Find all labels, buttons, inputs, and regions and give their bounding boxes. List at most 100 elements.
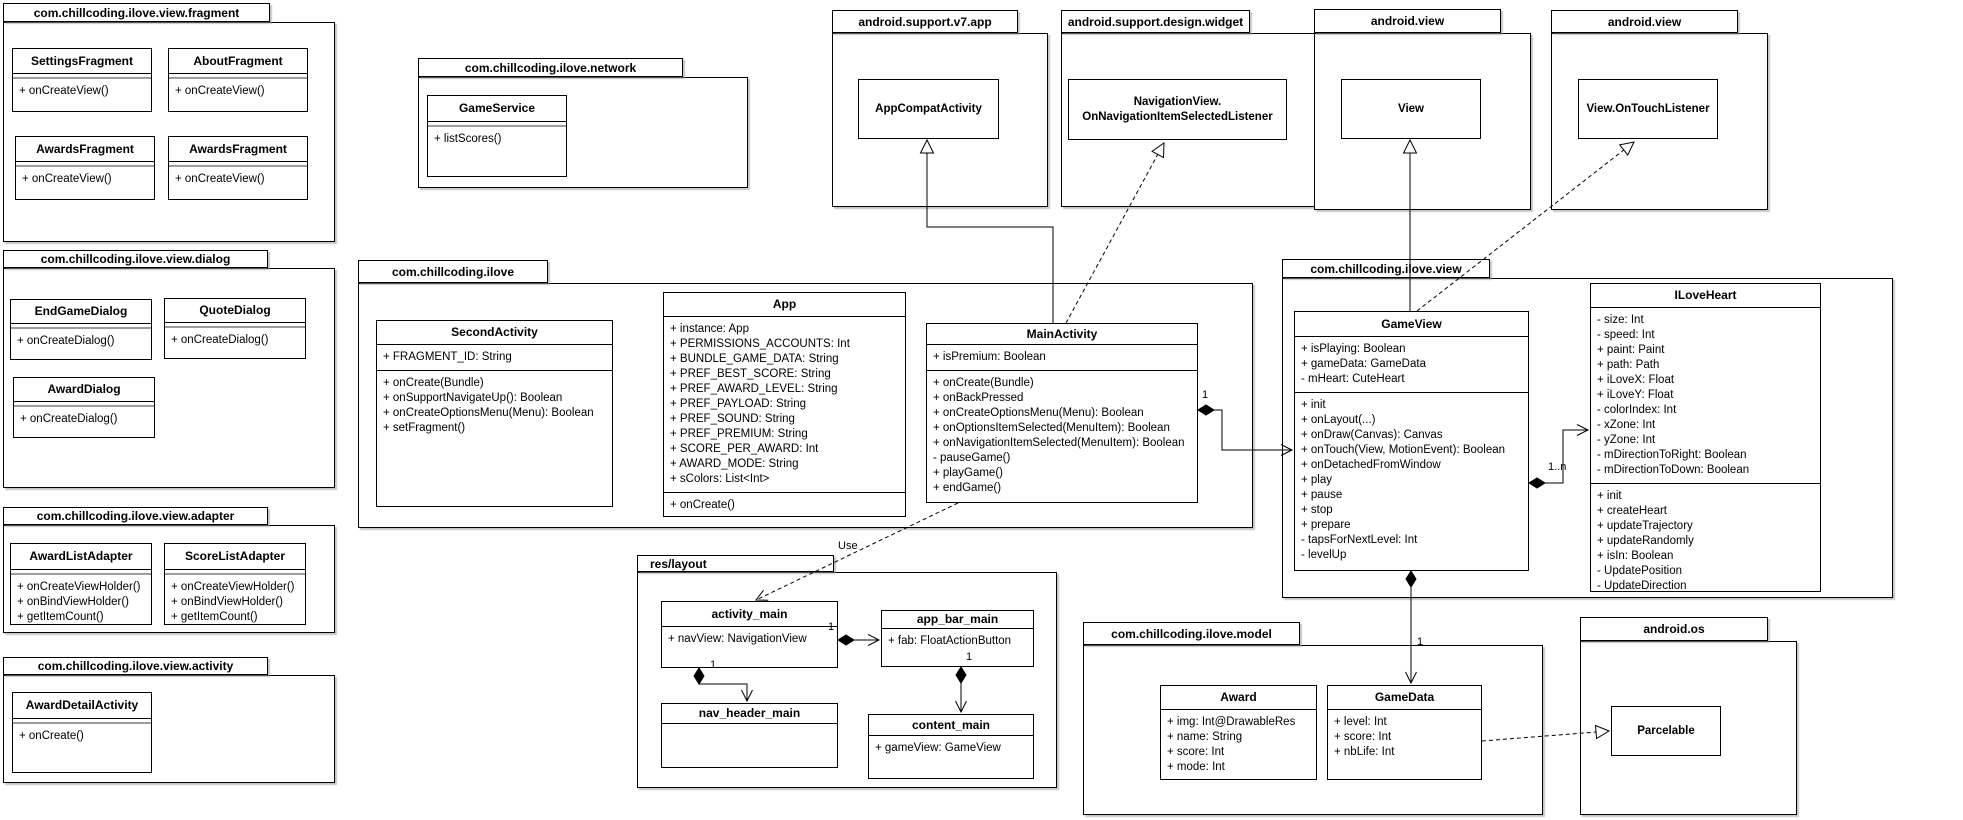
member-line: - UpdateDirection bbox=[1597, 580, 1687, 592]
class-view-ontouchlistener: View.OnTouchListener bbox=[1578, 79, 1718, 139]
class-compartment-empty bbox=[165, 570, 305, 575]
class-name: View.OnTouchListener bbox=[1586, 102, 1710, 115]
member-line: - yZone: Int bbox=[1597, 434, 1656, 446]
member-line: + fab: FloatActionButton bbox=[888, 635, 1012, 647]
class-compartment: + onCreateDialog() bbox=[165, 328, 305, 353]
class-awarddetailactivity: AwardDetailActivity+ onCreate() bbox=[12, 692, 152, 773]
class-compartment: + isPremium: Boolean bbox=[927, 345, 1197, 370]
class-compartment-empty bbox=[165, 323, 305, 328]
edge-label-mainactivity-uses-activity-main: Use bbox=[838, 540, 858, 552]
class-mainactivity: MainActivity+ isPremium: Boolean + onCrea… bbox=[926, 323, 1198, 503]
class-title: QuoteDialog bbox=[165, 299, 305, 323]
member-line: + SCORE_PER_AWARD: Int bbox=[670, 443, 819, 455]
class-appcompatactivity: AppCompatActivity bbox=[858, 79, 999, 139]
class-compartment-empty bbox=[11, 324, 151, 329]
member-line: + onCreateDialog() bbox=[171, 334, 269, 346]
class-title: AwardDialog bbox=[14, 378, 154, 402]
class-compartment-empty bbox=[16, 162, 154, 167]
member-line: + score: Int bbox=[1334, 731, 1392, 743]
class-title: ScoreListAdapter bbox=[165, 544, 305, 570]
class-compartment: + instance: App + PERMISSIONS_ACCOUNTS: I… bbox=[664, 317, 905, 492]
member-line: + level: Int bbox=[1334, 716, 1387, 728]
package-tab-com-chillcoding-ilove-view-adapter-2: com.chillcoding.ilove.view.adapter bbox=[3, 507, 268, 525]
class-scorelistadapter: ScoreListAdapter + onCreateViewHolder()+ … bbox=[164, 543, 306, 625]
member-line: + name: String bbox=[1167, 731, 1243, 743]
class-title: MainActivity bbox=[927, 324, 1197, 345]
member-line: + init bbox=[1597, 490, 1622, 502]
class-title: activity_main bbox=[662, 602, 837, 627]
class-activity-main: activity_main + navView: NavigationView bbox=[661, 601, 838, 668]
class-compartment-empty bbox=[169, 162, 307, 167]
class-parcelable: Parcelable bbox=[1611, 706, 1721, 756]
class-awardsfragment: AwardsFragment+ onCreateView() bbox=[168, 136, 308, 200]
class-compartment-empty bbox=[169, 74, 307, 79]
package-tab-res-layout-11: res/layout bbox=[637, 555, 834, 572]
package-tab-com-chillcoding-ilove-view-fragment-0: com.chillcoding.ilove.view.fragment bbox=[3, 3, 270, 22]
class-compartment: + onCreateViewHolder()+ onBindViewHolder… bbox=[165, 575, 305, 624]
class-awardlistadapter: AwardListAdapter + onCreateViewHolder() + … bbox=[10, 543, 152, 625]
member-line: - mHeart: CuteHeart bbox=[1301, 373, 1405, 385]
class-name: NavigationView. OnNavigationItemSelected… bbox=[1082, 95, 1273, 123]
class-compartment: + onCreateDialog() bbox=[14, 407, 154, 432]
class-compartment: + onCreateDialog() bbox=[11, 329, 151, 354]
class-title: EndGameDialog bbox=[11, 300, 151, 324]
member-line: + PREF_BEST_SCORE: String bbox=[670, 368, 831, 380]
member-line: + paint: Paint bbox=[1597, 344, 1665, 356]
member-line: - speed: Int bbox=[1597, 329, 1655, 341]
member-line: + onSupportNavigateUp(): Boolean bbox=[383, 392, 563, 404]
package-tab-com-chillcoding-ilove-view-10: com.chillcoding.ilove.view bbox=[1282, 259, 1490, 278]
package-tab-android-support-v7-app-5: android.support.v7.app bbox=[832, 10, 1018, 33]
class-title: AboutFragment bbox=[169, 49, 307, 74]
class-title: AwardListAdapter bbox=[11, 544, 151, 570]
class-title: App bbox=[664, 293, 905, 317]
class-view: View bbox=[1341, 79, 1481, 139]
class-awarddialog: AwardDialog + onCreateDialog() bbox=[13, 377, 155, 438]
member-line: + onCreateOptionsMenu(Menu): Boolean bbox=[383, 407, 594, 419]
member-line: + isIn: Boolean bbox=[1597, 550, 1674, 562]
class-gameview: GameView+ isPlaying: Boolean+ gameData: … bbox=[1294, 311, 1529, 571]
class-title: GameView bbox=[1295, 312, 1528, 337]
class-title: nav_header_main bbox=[662, 704, 837, 724]
member-line: + onBindViewHolder() bbox=[171, 596, 283, 608]
class-awardsfragment: AwardsFragment+ onCreateView() bbox=[15, 136, 155, 200]
package-tab-com-chillcoding-ilove-network-4: com.chillcoding.ilove.network bbox=[418, 58, 683, 77]
class-secondactivity: SecondActivity+ FRAGMENT_ID: String+ onC… bbox=[376, 320, 613, 507]
member-line: + iLoveX: Float bbox=[1597, 374, 1675, 386]
class-compartment: + level: Int+ score: Int+ nbLife: Int bbox=[1328, 710, 1481, 765]
member-line: + onCreate(Bundle) bbox=[383, 377, 484, 389]
class-compartment: + isPlaying: Boolean+ gameData: GameData… bbox=[1295, 337, 1528, 392]
class-compartment-empty bbox=[11, 570, 151, 575]
class-navigationview-onnavigationitemselectedlistener: NavigationView. OnNavigationItemSelected… bbox=[1068, 79, 1287, 140]
member-line: + PREF_SOUND: String bbox=[670, 413, 795, 425]
class-title: SecondActivity bbox=[377, 321, 612, 345]
member-line: + AWARD_MODE: String bbox=[670, 458, 799, 470]
member-line: + sColors: List<Int> bbox=[670, 473, 770, 485]
member-line: + onBindViewHolder() bbox=[17, 596, 129, 608]
class-name: Parcelable bbox=[1637, 724, 1695, 737]
package-tab-android-os-13: android.os bbox=[1580, 617, 1768, 641]
class-compartment: + onCreate(Bundle) + onSupportNavigateUp(… bbox=[377, 370, 612, 441]
class-compartment-empty bbox=[13, 74, 151, 79]
member-line: + PERMISSIONS_ACCOUNTS: Int bbox=[670, 338, 850, 350]
member-line: + pause bbox=[1301, 489, 1343, 501]
member-line: - mDirectionToRight: Boolean bbox=[1597, 449, 1747, 461]
member-line: - UpdatePosition bbox=[1597, 565, 1683, 577]
member-line: + img: Int@DrawableRes bbox=[1167, 716, 1296, 728]
member-line: + instance: App bbox=[670, 323, 749, 335]
member-line: + getItemCount() bbox=[171, 611, 258, 623]
member-line: + PREF_PAYLOAD: String bbox=[670, 398, 807, 410]
class-compartment: + init+ createHeart+ updateTrajectory+ u… bbox=[1591, 483, 1820, 592]
class-gamedata: GameData+ level: Int+ score: Int+ nbLife… bbox=[1327, 685, 1482, 780]
package-tab-android-support-design-widget-6: android.support.design.widget bbox=[1061, 10, 1250, 33]
member-line: + onCreateDialog() bbox=[20, 413, 118, 425]
member-line: + gameView: GameView bbox=[875, 742, 1001, 754]
class-title: content_main bbox=[869, 715, 1033, 736]
member-line: + onCreate(Bundle) bbox=[933, 377, 1034, 389]
class-compartment: + onCreateView() bbox=[13, 79, 151, 104]
package-tab-android-view-8: android.view bbox=[1551, 10, 1738, 33]
member-line: + navView: NavigationView bbox=[668, 633, 807, 645]
member-line: + onCreateViewHolder() bbox=[17, 581, 141, 593]
class-compartment: + onCreateView() bbox=[169, 79, 307, 104]
class-endgamedialog: EndGameDialog + onCreateDialog() bbox=[10, 299, 152, 360]
